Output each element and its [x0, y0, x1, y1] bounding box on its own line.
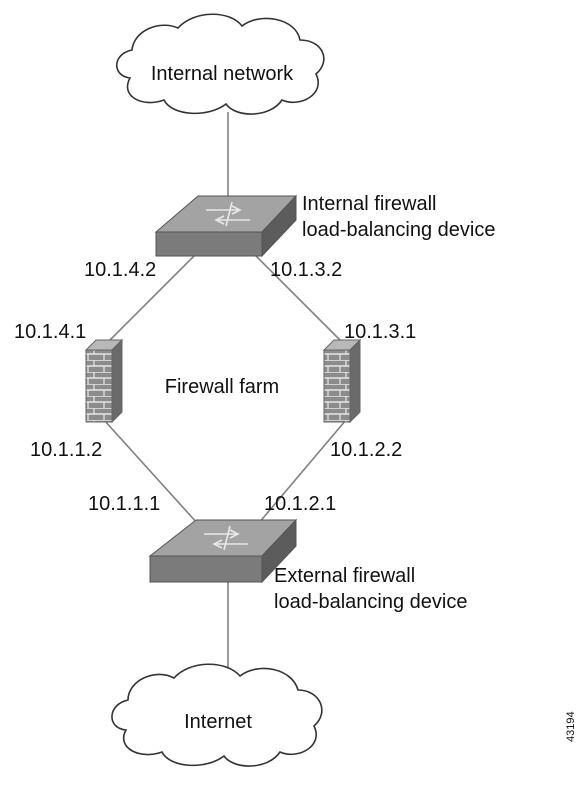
cloud-icon [111, 663, 323, 767]
internal-lb-label-line2: load-balancing device [302, 219, 495, 241]
internal-network-label: Internal network [151, 63, 294, 85]
left-firewall [84, 338, 124, 424]
internal-lb-device: Internal firewall load-balancing device [154, 193, 495, 258]
cloud-icon [115, 13, 325, 115]
ip-internal-left: 10.1.4.2 [84, 259, 156, 281]
firewall-icon [85, 349, 113, 423]
firewall-icon [323, 349, 351, 423]
ip-internal-right: 10.1.3.2 [270, 259, 342, 281]
ip-fw-right-top: 10.1.3.1 [344, 321, 416, 343]
link-right-firewall-to-external-lb [257, 419, 347, 525]
ip-external-left: 10.1.1.1 [88, 493, 160, 515]
firewall-farm-label: Firewall farm [165, 376, 279, 398]
internet-cloud: Internet [111, 663, 323, 767]
ip-fw-right-bottom: 10.1.2.2 [330, 439, 402, 461]
ip-external-right: 10.1.2.1 [264, 493, 336, 515]
internet-label: Internet [184, 711, 252, 733]
link-internal-lb-to-left-firewall [103, 253, 197, 347]
ip-labels: 10.1.4.2 10.1.3.2 10.1.4.1 10.1.3.1 10.1… [14, 259, 416, 515]
link-internal-lb-to-right-firewall [253, 253, 347, 347]
connections [103, 112, 347, 668]
link-left-firewall-to-external-lb [103, 419, 199, 525]
ip-fw-left-bottom: 10.1.1.2 [30, 439, 102, 461]
external-lb-device: External firewall load-balancing device [148, 518, 467, 613]
external-lb-label-line1: External firewall [274, 565, 415, 587]
internal-network-cloud: Internal network [115, 13, 325, 115]
right-firewall [322, 338, 362, 424]
ip-fw-left-top: 10.1.4.1 [14, 321, 86, 343]
external-lb-label-line2: load-balancing device [274, 591, 467, 613]
internal-lb-label-line1: Internal firewall [302, 193, 437, 215]
figure-id: 43194 [565, 711, 577, 742]
